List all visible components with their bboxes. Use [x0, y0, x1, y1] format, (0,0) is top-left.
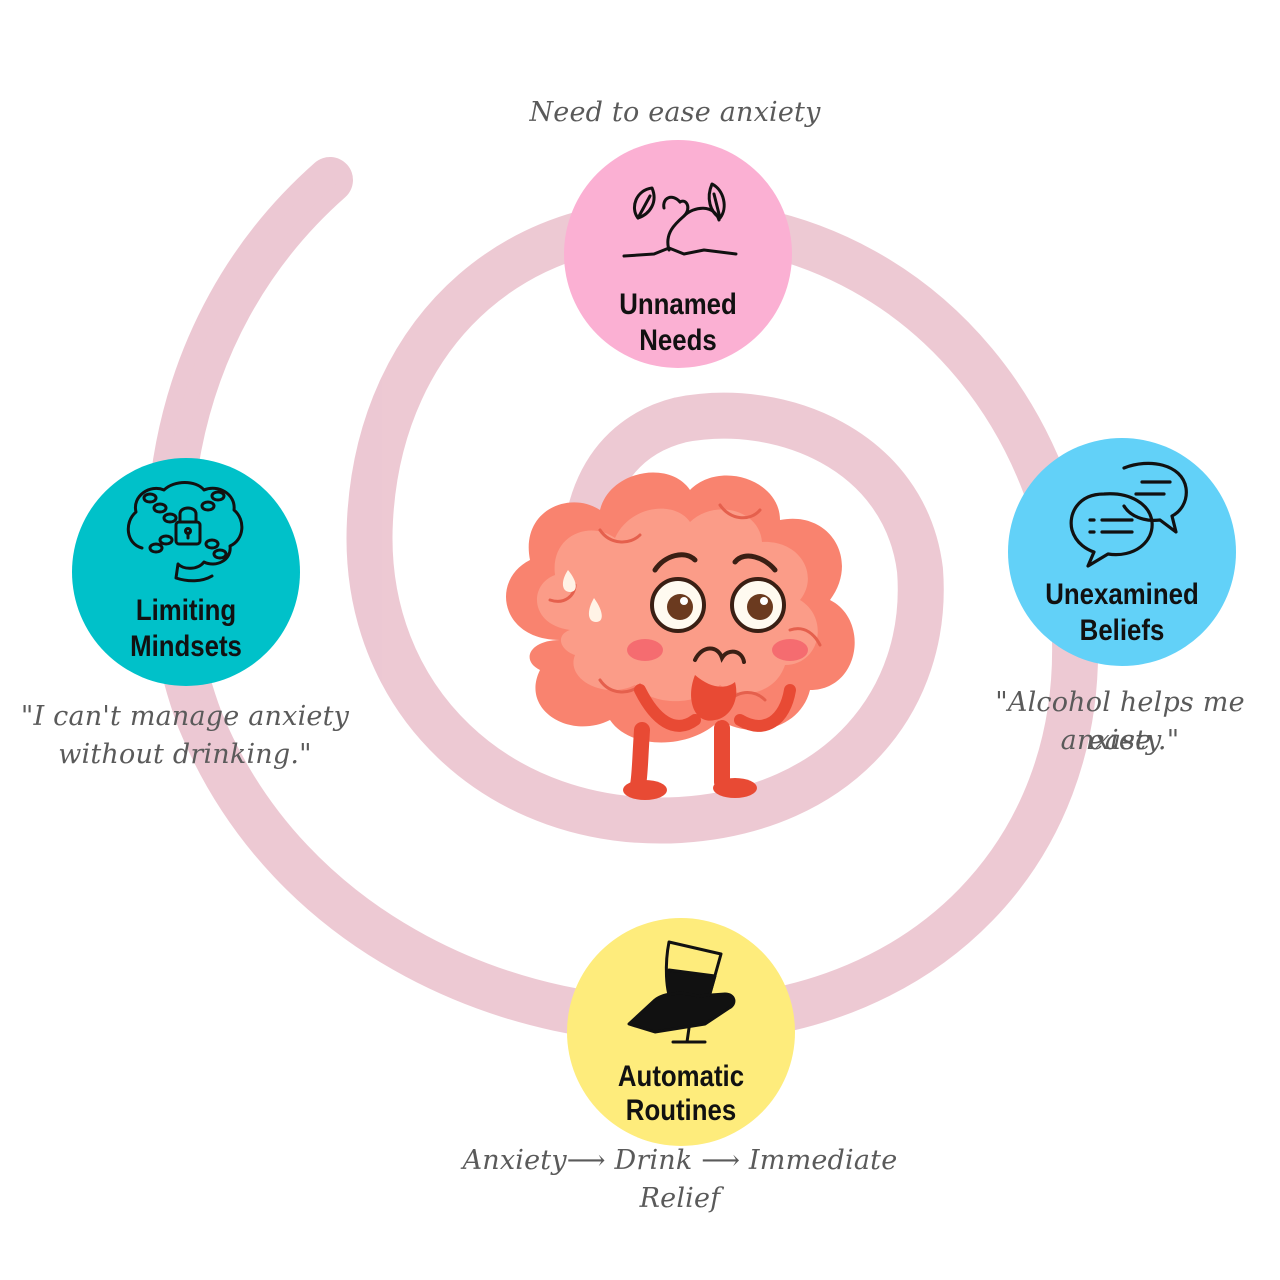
unexamined-beliefs-caption-1: "Alcohol helps me ease	[995, 687, 1245, 756]
limiting-mindsets-caption-2: without drinking."	[58, 739, 312, 770]
automatic-routines-label-2: Routines	[625, 1094, 737, 1127]
hand-wine-glass-icon	[627, 940, 736, 1044]
chained-brain-lock-icon	[126, 481, 244, 583]
chat-bubbles-icon	[1069, 461, 1188, 568]
unnamed-needs-label-2: Needs	[639, 324, 717, 357]
worried-brain-icon	[506, 472, 855, 800]
unnamed-needs-caption: Need to ease anxiety	[529, 97, 821, 128]
limiting-mindsets-label-2: Mindsets	[130, 630, 242, 663]
unexamined-beliefs-node: Unexamined Beliefs	[1008, 438, 1236, 666]
automatic-routines-node: Automatic Routines	[567, 918, 795, 1146]
hands-plant-icon	[622, 182, 738, 258]
automatic-routines-label-1: Automatic	[617, 1060, 745, 1093]
automatic-routines-caption: Anxiety⟶ Drink ⟶ Immediate Relief	[462, 1145, 898, 1214]
unexamined-beliefs-caption-2: anxiety."	[1060, 725, 1180, 756]
unexamined-beliefs-label-2: Beliefs	[1079, 614, 1165, 647]
limiting-mindsets-caption-1: "I can't manage anxiety	[20, 701, 350, 732]
unexamined-beliefs-label-1: Unexamined	[1045, 578, 1199, 611]
limiting-mindsets-node: Limiting Mindsets	[72, 458, 300, 686]
unnamed-needs-label-1: Unnamed	[619, 288, 737, 321]
unnamed-needs-node: Unnamed Needs	[564, 140, 792, 368]
limiting-mindsets-label-1: Limiting	[135, 594, 237, 627]
